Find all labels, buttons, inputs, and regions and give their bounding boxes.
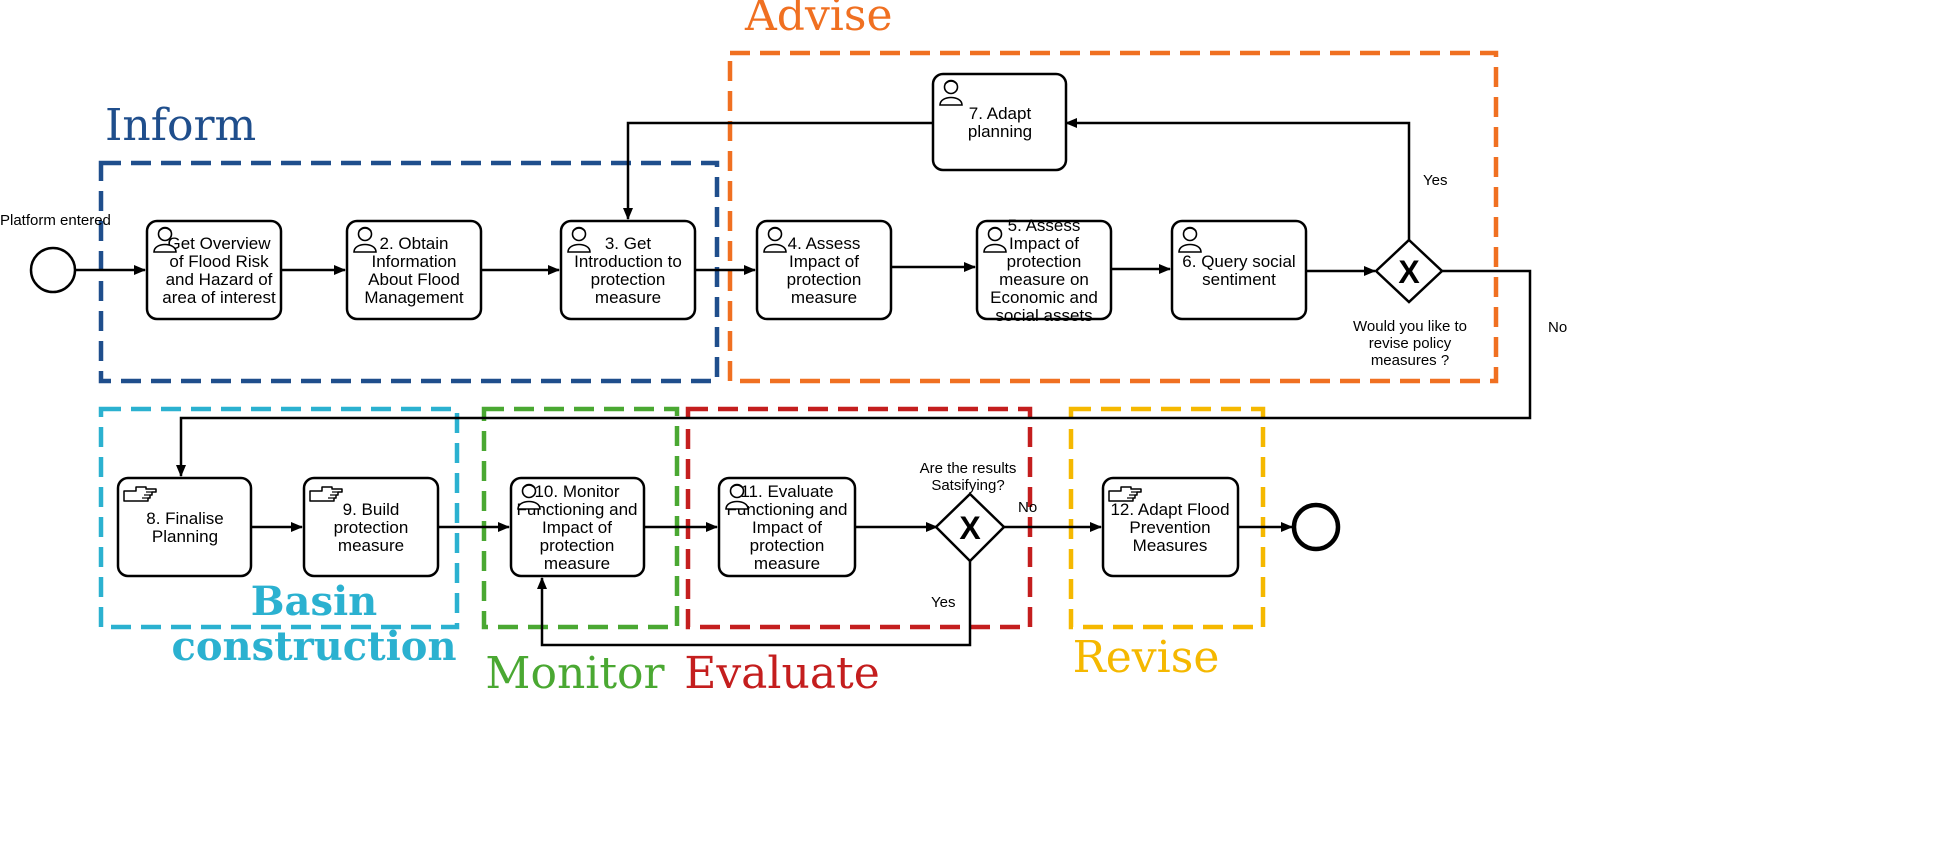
task-label-line: protection: [787, 270, 862, 289]
task-label-line: Introduction to: [574, 252, 682, 271]
zone-title-evaluate: Evaluate: [684, 648, 880, 699]
task-label-line: 12. Adapt Flood: [1110, 500, 1229, 519]
task-label-line: measure: [754, 554, 820, 573]
task-label-line: 9. Build: [343, 500, 400, 519]
task-label-line: protection: [540, 536, 615, 555]
task-label-line: Measures: [1133, 536, 1208, 555]
svg-text:X: X: [959, 510, 981, 546]
task-label-line: 10. Monitor: [534, 482, 619, 501]
task-label-line: Impact of: [752, 518, 822, 537]
task-label-line: measure: [544, 554, 610, 573]
gateway-2-no-label: No: [1018, 499, 1037, 516]
zone-title-inform: Inform: [105, 100, 256, 151]
task-box[interactable]: [717, 476, 857, 578]
task-label-line: About Flood: [368, 270, 460, 289]
task-label-line: sentiment: [1202, 270, 1276, 289]
task-label-line: measure: [595, 288, 661, 307]
task-label-line: Impact of: [789, 252, 859, 271]
task-label-line: Planning: [152, 527, 218, 546]
zone-title-construction: construction: [171, 623, 456, 670]
zone-box-monitor: [481, 406, 680, 630]
task-box[interactable]: [302, 476, 440, 578]
gateway-2-yes-label: Yes: [931, 594, 955, 611]
end-event[interactable]: [1291, 502, 1341, 552]
task-box[interactable]: [145, 219, 283, 321]
start-event[interactable]: [29, 246, 77, 294]
gateway-1-question-line2: revise policy: [1369, 335, 1452, 352]
task-box[interactable]: [116, 476, 253, 578]
zone-box-revise: [1068, 406, 1266, 630]
task-label-line: Impact of: [542, 518, 612, 537]
gateway-1-question-line1: Would you like to: [1353, 318, 1467, 335]
task-label-line: social assets: [995, 306, 1092, 325]
task-box[interactable]: [509, 476, 646, 578]
zone-title-monitor: Monitor: [485, 648, 665, 699]
task-label-line: protection: [334, 518, 409, 537]
task-box[interactable]: [931, 72, 1068, 172]
zone-title-basin: Basin: [251, 578, 378, 625]
task-label-line: 11. Evaluate: [740, 482, 833, 501]
task-box[interactable]: [755, 219, 893, 321]
task-box[interactable]: [559, 219, 697, 321]
task-label-line: area of interest: [162, 288, 276, 307]
gateway-revise-policy[interactable]: X: [1374, 238, 1444, 304]
zone-box-inform: [98, 160, 720, 384]
task-label-line: 2. Obtain: [380, 234, 449, 253]
zone-box-advise: [727, 50, 1499, 384]
task-label-line: Economic and: [990, 288, 1098, 307]
task-label-line: measure: [791, 288, 857, 307]
task-label-line: Get Overview: [168, 234, 272, 253]
task-box[interactable]: [345, 219, 483, 321]
task-label-line: protection: [1007, 252, 1082, 271]
task-label-line: 3. Get: [605, 234, 652, 253]
task-label-line: planning: [968, 122, 1032, 141]
task-box[interactable]: [1101, 476, 1240, 578]
gateway-1-question-line3: measures ?: [1371, 352, 1449, 369]
task-label-line: Information: [371, 252, 456, 271]
task-label-line: 7. Adapt: [969, 104, 1032, 123]
zone-box-basin: [98, 406, 460, 630]
task-label-line: Impact of: [1009, 234, 1079, 253]
task-label-line: 4. Assess: [788, 234, 861, 253]
task-box[interactable]: [1170, 219, 1308, 321]
task-label-line: Functioning and: [727, 500, 848, 519]
gateway-2-question-line2: Satsifying?: [931, 477, 1004, 494]
task-label-line: and Hazard of: [166, 270, 273, 289]
gateway-1-no-label: No: [1548, 319, 1567, 336]
task-box[interactable]: [975, 219, 1113, 321]
task-label-line: protection: [750, 536, 825, 555]
zone-title-advise: Advise: [744, 0, 893, 41]
zone-title-revise: Revise: [1073, 632, 1220, 683]
task-label-line: 8. Finalise: [146, 509, 223, 528]
gateway-results-satisfying[interactable]: X: [934, 492, 1006, 563]
zone-box-evaluate: [685, 406, 1033, 630]
task-label-line: 6. Query social: [1182, 252, 1295, 271]
task-label-line: of Flood Risk: [169, 252, 269, 271]
gateway-2-question-line1: Are the results: [920, 460, 1017, 477]
task-label-line: 5. Assess: [1008, 216, 1081, 235]
task-label-line: measure: [338, 536, 404, 555]
task-label-line: measure on: [999, 270, 1089, 289]
task-label-line: Management: [364, 288, 464, 307]
start-event-label: Platform entered: [0, 212, 111, 229]
task-label-line: Functioning and: [517, 500, 638, 519]
gateway-1-yes-label: Yes: [1423, 172, 1447, 189]
svg-text:X: X: [1398, 254, 1420, 290]
task-label-line: protection: [591, 270, 666, 289]
task-label-line: Prevention: [1129, 518, 1210, 537]
